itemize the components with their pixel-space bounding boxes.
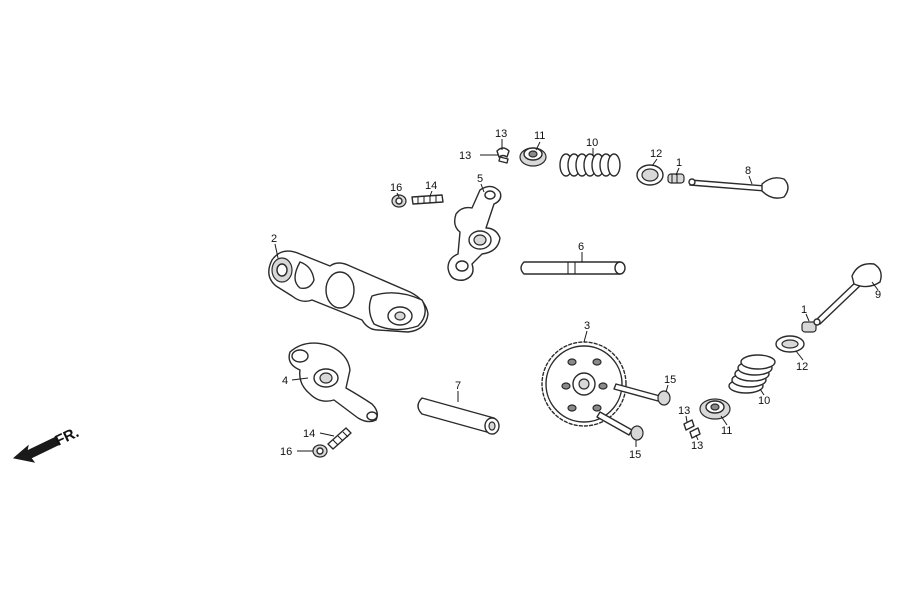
callout-16-top: 16 [390,182,402,194]
rocker-arm-5 [447,185,502,281]
callout-7: 7 [455,380,461,392]
callout-3: 3 [584,320,590,332]
camshaft-2 [268,250,429,333]
spring-seat-bottom [775,335,805,353]
callout-11-top: 11 [534,130,545,142]
valve-spring-top [559,153,621,177]
callout-2: 2 [271,233,277,245]
valve-cotter-bottom [683,419,701,439]
valve-8 [688,177,789,199]
front-direction-arrow-icon [12,436,61,463]
callout-1-top: 1 [676,157,682,169]
callout-11-bottom: 11 [721,425,732,437]
shaft-7 [417,397,500,435]
callout-6: 6 [578,241,584,253]
callout-13-top-upper: 13 [495,128,507,140]
callout-4: 4 [282,375,288,387]
adjust-screw-top [411,194,444,205]
bolt-15-lower [596,411,644,441]
stem-seal-top [667,173,685,184]
callout-5: 5 [477,173,483,185]
callout-15-upper: 15 [664,374,676,386]
callout-1-bottom: 1 [801,304,807,316]
callout-15-lower: 15 [629,449,641,461]
valve-spring-bottom [728,354,776,394]
rocker-shaft-6 [520,261,626,275]
rocker-arm-4 [288,342,379,423]
callout-10-top: 10 [586,137,598,149]
valve-9 [813,263,882,326]
spring-retainer-bottom [699,398,731,420]
callout-13-bottom-lower: 13 [691,440,703,452]
stem-seal-bottom [801,321,817,333]
callout-13-bottom-upper: 13 [678,405,690,417]
adjust-nut-top [391,194,407,208]
leader-lines [274,139,879,452]
valve-cotter-top [496,147,510,164]
callout-12-bottom: 12 [796,361,808,373]
callout-12-top: 12 [650,148,662,160]
callout-14-bottom: 14 [303,428,315,440]
callout-10-bottom: 10 [758,395,770,407]
callout-13-top-left: 13 [459,150,471,162]
bolt-15-upper [613,383,671,406]
cam-sprocket-3 [541,341,627,427]
adjust-screw-bottom [327,427,352,450]
callout-8: 8 [745,165,751,177]
adjust-nut-bottom [312,444,328,458]
callout-16-bottom: 16 [280,446,292,458]
spring-seat-top [636,164,664,186]
front-direction-label: FR. [53,424,82,450]
callout-14-top: 14 [425,180,437,192]
spring-retainer-top [519,147,547,167]
callout-9: 9 [875,289,881,301]
